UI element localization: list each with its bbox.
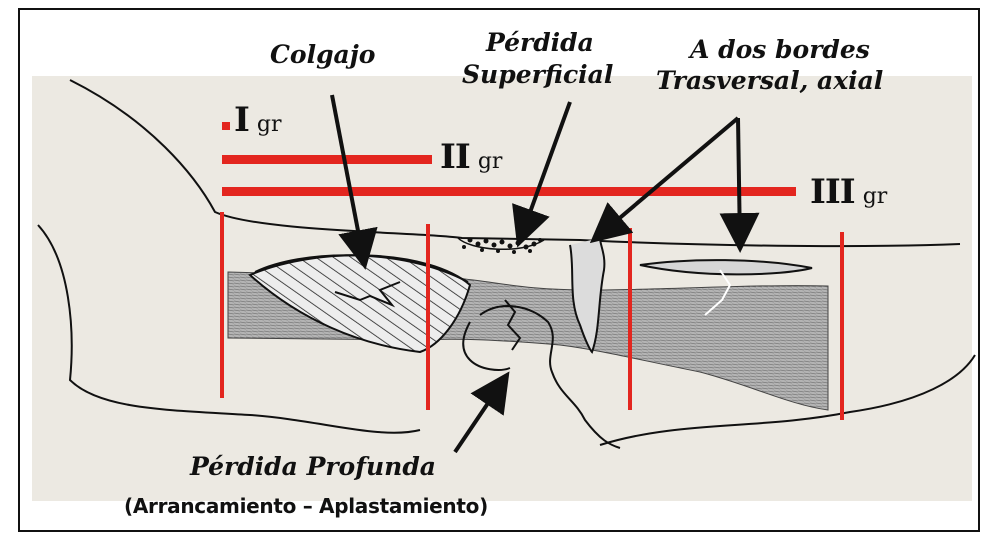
label-dos-bordes: A dos bordes — [690, 35, 870, 64]
grade-iii-label: III gr — [810, 172, 887, 212]
grade-ii-label: II gr — [440, 137, 502, 177]
label-colgajo: Colgajo — [270, 40, 375, 69]
label-perdida-profunda: Pérdida Profunda — [190, 452, 436, 481]
grade-i-bar — [222, 122, 230, 130]
label-arrancamiento: (Arrancamiento – Aplastamiento) — [124, 494, 488, 518]
grade-ii-num: II — [440, 137, 470, 177]
grade-i-unit: gr — [257, 112, 282, 137]
label-perdida: Pérdida — [486, 28, 594, 57]
grade-iii-bar — [222, 187, 796, 196]
grade-ii-bar — [222, 155, 432, 164]
label-superficial: Superficial — [462, 60, 613, 89]
grade-i-num: I — [234, 100, 249, 140]
grade-iii-unit: gr — [863, 184, 888, 209]
grade-iii-num: III — [810, 172, 855, 212]
arrow-dos-bordes-2 — [738, 118, 740, 245]
grade-ii-unit: gr — [478, 149, 503, 174]
label-trasversal-axial: Trasversal, axial — [656, 66, 883, 95]
